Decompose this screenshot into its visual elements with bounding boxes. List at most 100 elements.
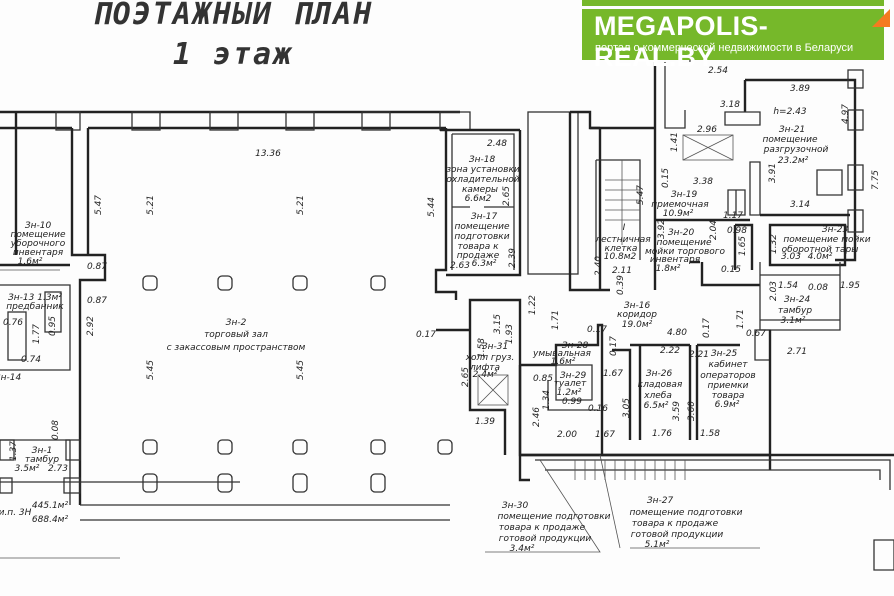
room-zn-28: Зн-28 умывальная 1.6м² [532,341,591,367]
vertical-dimensions: 5.47 5.21 5.21 5.44 5.45 5.45 2.92 2.65 … [9,104,881,461]
dimension: 3.60 [687,401,697,421]
room-zn-20: Зн-20 помещение мойки торгового инвентар… [645,228,726,274]
room-name: предбанник [6,302,64,312]
megapolis-logo[interactable]: MEGAPOLIS-REAL.BY портал о коммерческой … [582,9,890,72]
dimension: 1.22 [528,295,538,315]
room-area: 10.9м² [663,209,694,219]
dimension: 0.85 [533,374,553,384]
room-zn-18: Зн-18 зона установки охладительной камер… [446,155,520,204]
dimension: 5.47 [94,195,104,215]
dimension: 1.65 [738,236,748,256]
room-id: Зн-29 [560,371,587,381]
dimension: 1.58 [700,429,720,439]
dimension: 0.74 [21,355,41,365]
dimension: 1.41 [670,132,680,152]
dimension: 0.17 [416,330,436,340]
dimension: 3.14 [790,200,810,210]
dimension: 0.16 [588,404,608,414]
dimension: 2.11 [612,266,632,276]
dimension: 2.21 [689,350,709,360]
room-zn-17: Зн-17 помещение подготовки товара к прод… [454,212,510,269]
dimension: 0.98 [727,226,747,236]
room-area: 6.3м² [472,259,497,269]
walls [0,45,894,571]
room-name: товара к [457,242,499,252]
room-area: 4.0м² [808,252,833,262]
dimension: 1.39 [475,417,495,427]
room-zn-16: Зн-16 коридор 19.0м² [617,301,657,330]
room-name: камеры [462,185,498,195]
columns [142,275,453,493]
dimensions: 13.36 0.87 0.87 2.48 2.63 2.54 3.89 3.18… [3,66,860,474]
room-name: лифта [469,363,500,373]
dimension: 2.63 [450,261,470,271]
dimension: 1.67 [603,369,623,379]
room-area: 19.0м² [622,320,653,330]
dimension: 3.91 [768,163,778,183]
room-area: 23.2м² [778,156,809,166]
room-id: Зн-19 [671,190,698,200]
logo-strip [582,0,884,6]
room-zn-10: Зн-10 помещение уборочного инвентаря 1.6… [10,221,66,267]
room-zn-21: h=2.43 Зн-21 помещение разгрузочной 23.2… [762,107,828,166]
room-name: помещение мойки [783,235,870,245]
dimension: 2.65 [502,186,512,206]
dimension: 2.71 [787,347,807,357]
room-zn-29: Зн-29 туалет 1.2м² [554,371,587,398]
dimension: 1.93 [505,324,515,344]
dimension: 2.39 [508,248,518,268]
room-name: тамбур [778,306,812,316]
room-area: 6.9м² [715,400,740,410]
room-name: зона установки [446,165,520,175]
room-name: помещение [454,222,509,232]
room-name: приемочная [651,200,709,210]
room-name: продаже [457,251,500,261]
dimension: 4.97 [841,104,851,124]
dimension: 5.21 [296,195,306,215]
room-area: 3.1м² [781,316,806,326]
dimension: 3.92 [657,219,667,239]
dimension: 2.96 [697,125,717,135]
room-name: умывальная [532,349,591,359]
room-name: товара [712,391,745,401]
dimension: 0.87 [87,296,107,306]
room-stair: I лестничная клетка 10.8м2 [594,223,651,262]
room-id: Зн-1 [32,446,53,456]
dimension: 0.17 [587,325,607,335]
dimension: 2.00 [557,430,577,440]
room-zn-31: Зн-31 холл груз. лифта 2.4м² [465,342,515,380]
dimension: 1.32 [769,234,779,254]
room-name: помещение подготовки [629,508,742,518]
room-id: Зн-28 [562,341,589,351]
dimension: 1.67 [595,430,615,440]
room-area: 2.4м² [473,370,498,380]
room-name: холл груз. [465,353,515,363]
dimension: 1.77 [32,324,42,344]
room-name: инвентаря [13,248,64,258]
room-id: Зн-14 [0,373,21,383]
dimension: 0.87 [87,262,107,272]
room-area: 3.4м² [510,544,535,554]
dimension: 0.95 [48,316,58,336]
room-name: приемки [707,381,748,391]
plan-title: ПОЭТАЖНЫЙ ПЛАН [93,0,374,32]
total-area: 688.4м² [32,515,69,525]
room-zn-25: Зн-25 кабинет операторов приемки товара … [700,349,755,410]
dimension: 0.99 [562,397,582,407]
dimension: 7.75 [871,170,881,190]
dimension: 3.05 [622,398,632,418]
room-name: лестничная [594,235,651,245]
room-id: Зн-20 [668,228,695,238]
dimension: 0.67 [746,329,766,339]
room-name: операторов [700,371,755,381]
room-area: 3.5м² [15,464,40,474]
logo-tagline: портал о коммерческой недвижимости в Бел… [595,42,854,54]
room-id: Зн-18 [469,155,496,165]
room-id: Зн-10 [25,221,52,231]
logo-corner-icon [872,9,890,27]
dimension: 1.76 [652,429,672,439]
room-name: туалет [554,379,587,389]
room-name: тамбур [25,455,59,465]
room-name: коридор [617,310,657,320]
